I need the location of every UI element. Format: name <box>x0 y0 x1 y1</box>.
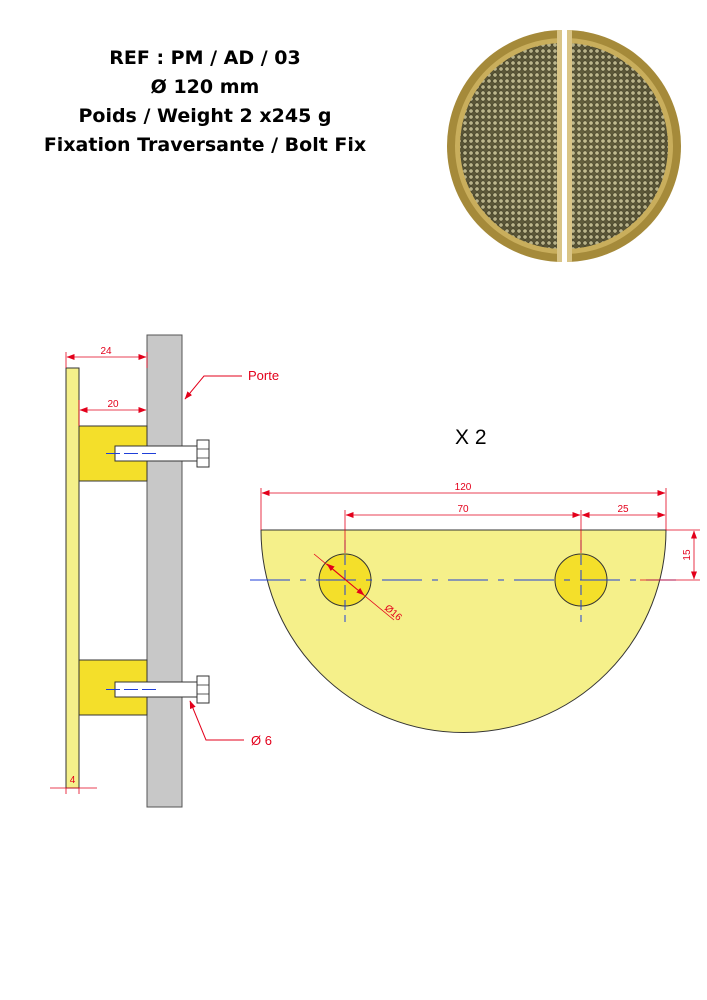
weight-text: Poids / Weight 2 x245 g <box>78 105 332 127</box>
dim-20-label: 20 <box>107 399 119 410</box>
dimension-width: 120 <box>260 482 667 530</box>
left-half-edge <box>557 30 562 262</box>
upper-bolt <box>106 439 210 468</box>
bolt-diameter-label: Ø 6 <box>251 733 272 748</box>
dim-15-label: 15 <box>682 549 693 561</box>
dim-70-label: 70 <box>457 504 469 515</box>
quantity-label: X 2 <box>455 426 487 449</box>
right-half-edge <box>567 30 572 262</box>
dim-24-label: 24 <box>100 346 112 357</box>
door-callout: Porte <box>184 368 279 400</box>
bolt-callout: Ø 6 <box>189 700 272 748</box>
handle-plate <box>65 367 80 789</box>
fixation-text: Fixation Traversante / Bolt Fix <box>43 134 367 156</box>
side-view: 24 20 4 Porte Ø 6 <box>50 334 279 808</box>
reference-text: REF : PM / AD / 03 <box>109 47 301 69</box>
door-panel <box>146 334 183 808</box>
right-half-handle <box>567 30 681 262</box>
dim-4-label: 4 <box>70 775 76 786</box>
dimension-hole-height: 15 <box>640 529 700 581</box>
dim-25-label: 25 <box>617 504 629 515</box>
product-photo <box>447 30 681 262</box>
front-view: X 2 120 70 25 <box>250 426 700 733</box>
dim-120-label: 120 <box>455 482 472 493</box>
dimension-hole-offset: 25 <box>581 504 666 518</box>
diameter-text: Ø 120 mm <box>150 76 260 98</box>
dimension-base-depth: 20 <box>78 399 147 426</box>
dimension-plate-thickness: 4 <box>50 775 97 794</box>
product-specs: REF : PM / AD / 03 Ø 120 mm Poids / Weig… <box>30 44 380 160</box>
lower-bolt <box>106 675 210 704</box>
door-label: Porte <box>248 368 279 383</box>
dimension-total-depth: 24 <box>65 346 148 368</box>
dimension-hole-spacing: 70 <box>344 504 582 553</box>
left-half-handle <box>447 30 561 262</box>
